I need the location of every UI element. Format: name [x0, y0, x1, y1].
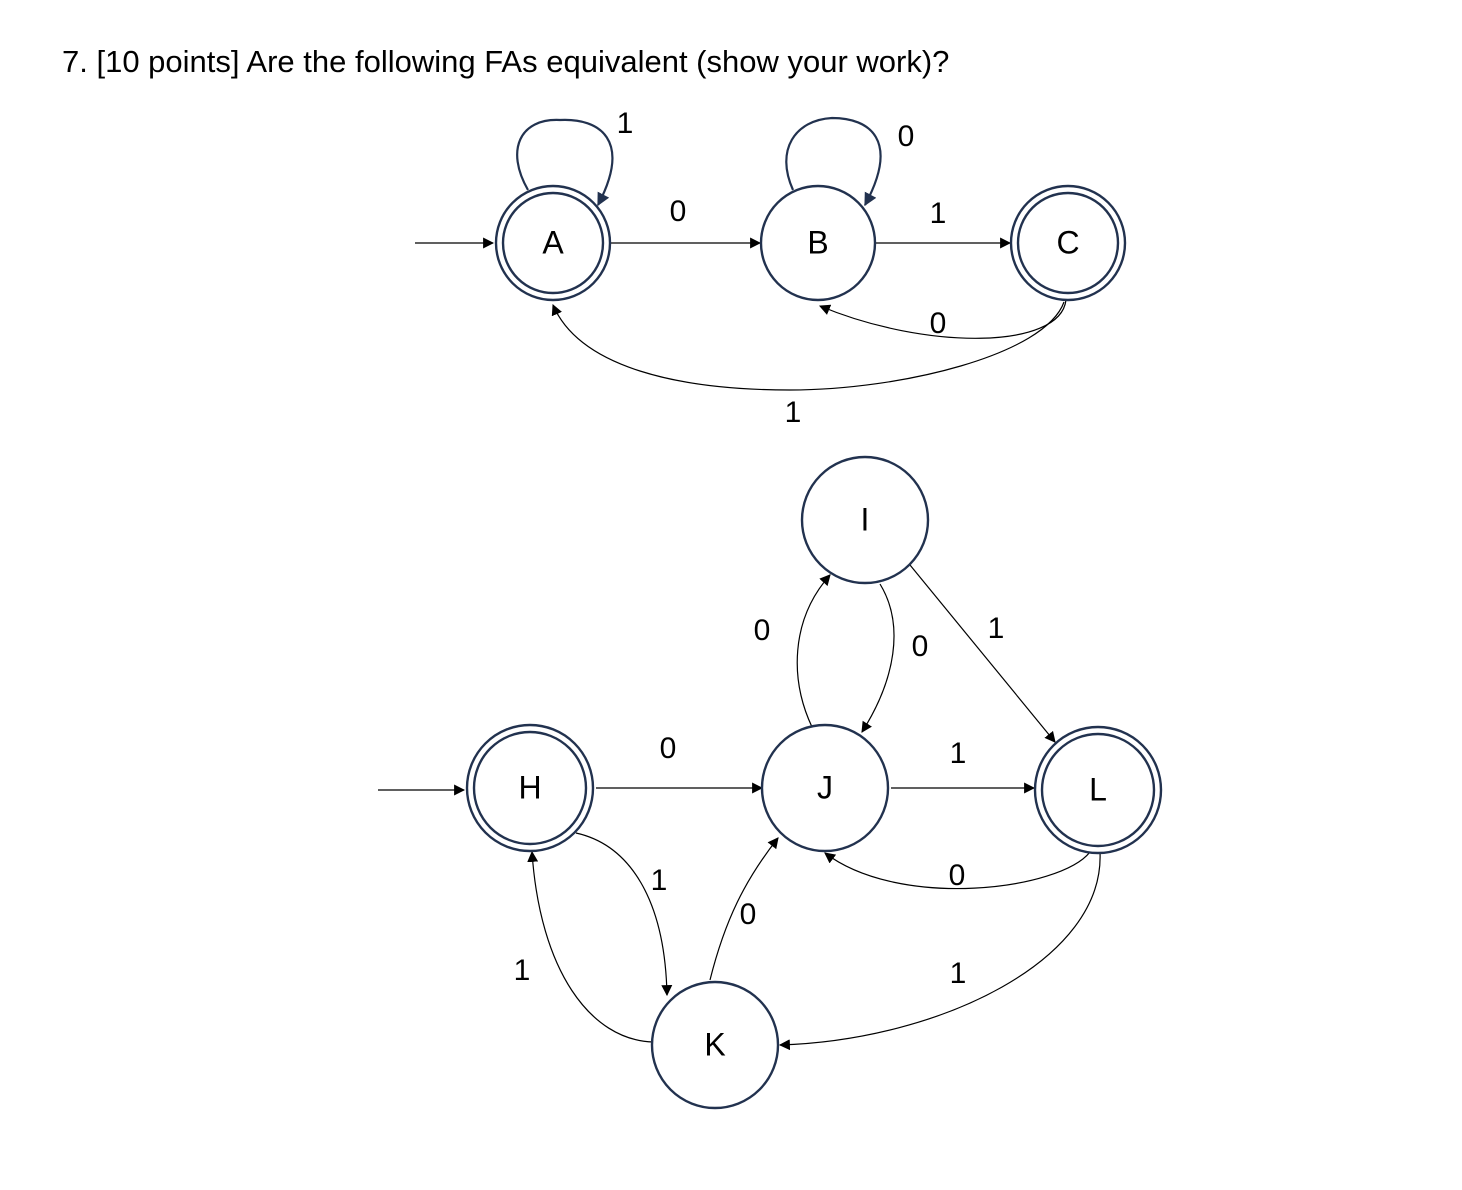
transition-A-B-label: 0	[670, 195, 687, 228]
transition-B-B-label: 0	[898, 120, 915, 153]
state-L-accept-ring	[1040, 732, 1156, 848]
states-layer: A B C H I J K L	[465, 184, 1163, 1110]
state-L: L	[1033, 725, 1163, 855]
transition-B-C-label: 1	[930, 197, 947, 230]
transition-K-H-label: 1	[514, 954, 531, 987]
state-B-circle	[759, 184, 877, 302]
state-C-label: C	[1056, 224, 1079, 260]
edges-layer	[378, 116, 1101, 1051]
state-J: J	[760, 723, 890, 853]
transition-A-A-arrow	[516, 118, 614, 207]
state-A-accept-ring	[501, 191, 605, 295]
state-I: I	[800, 455, 930, 585]
state-J-circle	[760, 723, 890, 853]
transition-L-K-label: 1	[950, 957, 967, 990]
transition-H-J-label: 0	[660, 732, 677, 765]
state-K-circle	[650, 980, 780, 1110]
state-K-label: K	[704, 1026, 725, 1062]
transition-K-H-arrow	[527, 850, 654, 1043]
state-H: H	[465, 723, 595, 853]
state-I-label: I	[861, 501, 870, 537]
state-K: K	[650, 980, 780, 1110]
state-C-accept-ring	[1016, 191, 1120, 295]
state-H-circle	[465, 723, 595, 853]
transition-L-J-label: 0	[949, 859, 966, 892]
transition-L-J-arrow	[824, 851, 1091, 890]
transition-C-B-label: 0	[930, 307, 947, 340]
state-J-label: J	[817, 769, 833, 805]
state-A-circle	[494, 184, 612, 302]
transition-L-K-arrow	[778, 851, 1101, 1051]
transition-K-J-label: 0	[740, 898, 757, 931]
transition-C-A-label: 1	[785, 396, 802, 429]
state-A-label: A	[542, 224, 564, 260]
transition-I-J-arrow	[861, 583, 895, 733]
state-A: A	[494, 184, 612, 302]
state-H-label: H	[518, 769, 541, 805]
transition-J-I-arrow	[796, 574, 831, 728]
state-H-accept-ring	[472, 730, 588, 846]
transition-C-A-arrow	[551, 301, 1065, 391]
question-title: 7. [10 points] Are the following FAs equ…	[62, 44, 950, 79]
transition-I-J-label: 0	[912, 630, 929, 663]
transition-J-L-label: 1	[950, 737, 967, 770]
state-C-circle	[1009, 184, 1127, 302]
state-B-label: B	[807, 224, 828, 260]
transition-I-L-arrow	[909, 564, 1056, 743]
state-L-label: L	[1089, 771, 1107, 807]
transition-A-A-label: 1	[617, 107, 634, 140]
state-B: B	[759, 184, 877, 302]
transition-K-J-arrow	[709, 837, 779, 981]
state-I-circle	[800, 455, 930, 585]
transition-B-B-arrow	[785, 116, 882, 207]
transition-J-I-label: 0	[754, 614, 771, 647]
state-C: C	[1009, 184, 1127, 302]
transition-I-L-label: 1	[988, 612, 1005, 645]
state-L-circle	[1033, 725, 1163, 855]
transition-H-K-label: 1	[651, 864, 668, 897]
edge-labels-layer: 1 0 0 1 0 1 0 1 1 0 0 0 1 1 0 1	[514, 107, 1005, 990]
transition-C-B-arrow	[818, 299, 1067, 339]
transition-H-K-arrow	[575, 832, 673, 997]
